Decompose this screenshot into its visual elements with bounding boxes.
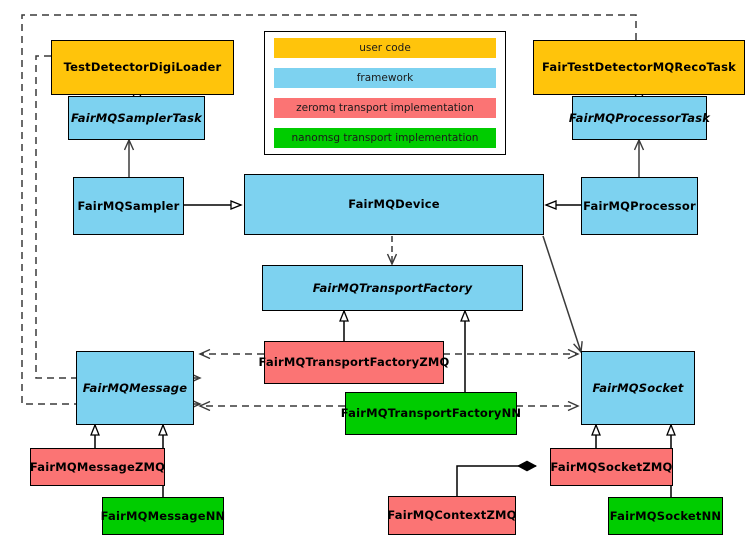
- class-box-testdetectordigiloader[interactable]: TestDetectorDigiLoader: [51, 40, 234, 95]
- class-box-fairtestdetectormqrecotask[interactable]: FairTestDetectorMQRecoTask: [533, 40, 745, 95]
- class-box-fairmqsocketzmq[interactable]: FairMQSocketZMQ: [550, 448, 673, 486]
- class-box-fairmqsocketnn[interactable]: FairMQSocketNN: [608, 497, 723, 535]
- class-box-fairmqmessage[interactable]: FairMQMessage: [76, 351, 194, 425]
- class-box-fairmqcontextzmq[interactable]: FairMQContextZMQ: [387, 496, 516, 535]
- legend-label: zeromq transport implementation: [296, 102, 474, 114]
- class-box-fairmqmessagenn[interactable]: FairMQMessageNN: [101, 497, 225, 535]
- class-box-fairmqtransportfactoryzmq[interactable]: FairMQTransportFactoryZMQ: [259, 341, 449, 384]
- legend-label: framework: [356, 72, 414, 84]
- class-box-fairmqmessagezmq[interactable]: FairMQMessageZMQ: [30, 448, 165, 486]
- legend: user code framework zeromq transport imp…: [264, 31, 506, 155]
- legend-label: nanomsg transport implementation: [291, 132, 479, 144]
- legend-label: user code: [359, 42, 411, 54]
- legend-item-nanomsg: nanomsg transport implementation: [274, 128, 496, 148]
- rel-recotask-message: [21, 14, 637, 404]
- class-box-fairmqprocessortask[interactable]: FairMQProcessorTask: [569, 96, 710, 140]
- class-box-fairmqsocket[interactable]: FairMQSocket: [581, 351, 695, 425]
- class-box-fairmqsampler[interactable]: FairMQSampler: [73, 177, 184, 235]
- class-box-fairmqsamplertask[interactable]: FairMQSamplerTask: [68, 96, 205, 140]
- legend-item-framework: framework: [274, 68, 496, 88]
- legend-item-zeromq: zeromq transport implementation: [274, 98, 496, 118]
- class-box-fairmqtransportfactorynn[interactable]: FairMQTransportFactoryNN: [341, 392, 521, 435]
- rel-device-socket: [542, 235, 581, 352]
- class-box-fairmqprocessor[interactable]: FairMQProcessor: [581, 177, 698, 235]
- rel-contextzmq-socketzmq: [456, 466, 536, 496]
- class-box-fairmqtransportfactory[interactable]: FairMQTransportFactory: [262, 265, 523, 311]
- class-box-fairmqdevice[interactable]: FairMQDevice: [244, 174, 544, 235]
- legend-item-user-code: user code: [274, 38, 496, 58]
